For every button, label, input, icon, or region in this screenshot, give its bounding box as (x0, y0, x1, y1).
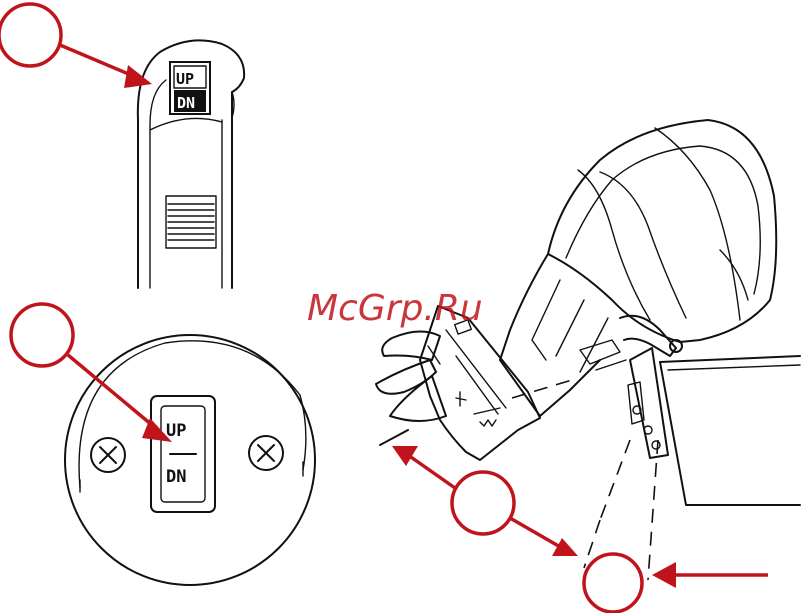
outboard-motor-illustration (376, 120, 800, 580)
tiller-up-label: UP (176, 70, 194, 88)
tiller-down-label: DN (177, 94, 195, 112)
tiller-grip (166, 196, 216, 248)
callout-panel-switch (11, 304, 172, 442)
callout-tiller-switch (0, 4, 152, 88)
panel-down-label: DN (166, 467, 186, 487)
callout-trim-angle (392, 446, 578, 556)
callout-transom-reference (584, 554, 768, 612)
panel-up-label: UP (166, 421, 186, 441)
watermark: McGrp.Ru (307, 288, 483, 329)
panel-switch-illustration (65, 335, 315, 585)
